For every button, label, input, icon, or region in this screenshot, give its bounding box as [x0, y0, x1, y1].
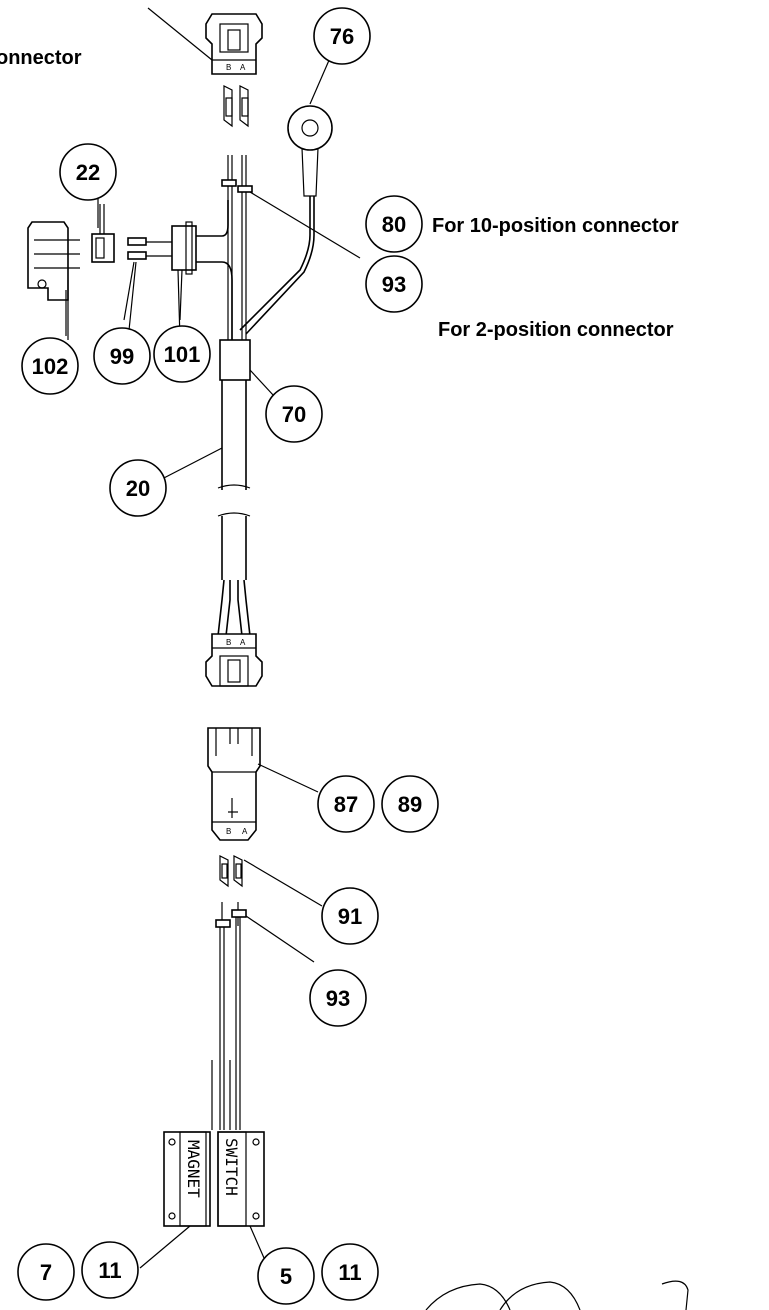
ring-terminal: [239, 105, 333, 335]
top-connector-pin-a: A: [240, 63, 246, 72]
top-connector-pin-b: B: [226, 63, 231, 72]
callout-101-label: 101: [164, 342, 201, 367]
callout-11-right: 11: [321, 1243, 379, 1301]
middle-connector: B A: [205, 633, 263, 687]
callout-76-label: 76: [330, 24, 354, 49]
callout-91: 91: [321, 887, 379, 945]
callout-93-top-label: 93: [382, 272, 406, 297]
callout-11-right-label: 11: [338, 1260, 361, 1285]
callout-5: 5: [257, 1247, 315, 1305]
housing-connector: B A: [207, 727, 319, 841]
top-connector: B A: [147, 7, 263, 75]
callout-7: 7: [17, 1243, 75, 1301]
callout-80: 80: [365, 195, 423, 253]
switch-label: SWITCH: [222, 1138, 241, 1196]
callout-22: 22: [59, 143, 117, 201]
callout-91-label: 91: [338, 904, 362, 929]
top-wires: [221, 155, 361, 340]
callout-80-label: 80: [382, 212, 406, 237]
housing-pin-a: A: [242, 827, 248, 836]
middle-connector-pin-b: B: [226, 638, 231, 647]
callout-93-top: 93: [365, 255, 423, 313]
callout-99-label: 99: [110, 344, 134, 369]
callout-87: 87: [317, 775, 375, 833]
callout-89: 89: [381, 775, 439, 833]
callout-102-label: 102: [32, 354, 69, 379]
left-connector-assembly: [27, 200, 233, 341]
callout-7-label: 7: [40, 1260, 52, 1285]
leader-lines: [65, 57, 331, 336]
callout-11-left-label: 11: [98, 1258, 121, 1283]
callout-93-bottom-label: 93: [326, 986, 350, 1011]
callout-99: 99: [93, 327, 151, 385]
callout-70-label: 70: [282, 402, 306, 427]
main-cable: [159, 339, 275, 637]
callout-101: 101: [153, 325, 211, 383]
callout-87-label: 87: [334, 792, 358, 817]
callout-102: 102: [21, 337, 79, 395]
callout-70: 70: [265, 385, 323, 443]
note-10-position: For 10-position connector: [432, 215, 679, 237]
note-top-left: onnector: [0, 47, 82, 69]
callout-20: 20: [109, 459, 167, 517]
middle-connector-pin-a: A: [240, 638, 246, 647]
callout-5-label: 5: [280, 1264, 292, 1289]
housing-pin-b: B: [226, 827, 231, 836]
callout-22-label: 22: [76, 160, 100, 185]
bottom-terminals: [211, 855, 323, 1130]
magnet-label: MAGNET: [184, 1140, 203, 1198]
note-2-position: For 2-position connector: [438, 319, 674, 341]
magnet-switch: MAGNET SWITCH: [139, 1131, 265, 1269]
callout-89-label: 89: [398, 792, 422, 817]
callout-20-label: 20: [126, 476, 150, 501]
partial-shapes-bottom: [425, 1280, 689, 1310]
callout-11-left: 11: [81, 1241, 139, 1299]
callout-93-bottom: 93: [309, 969, 367, 1027]
top-terminals: [223, 85, 249, 128]
callout-76: 76: [313, 7, 371, 65]
